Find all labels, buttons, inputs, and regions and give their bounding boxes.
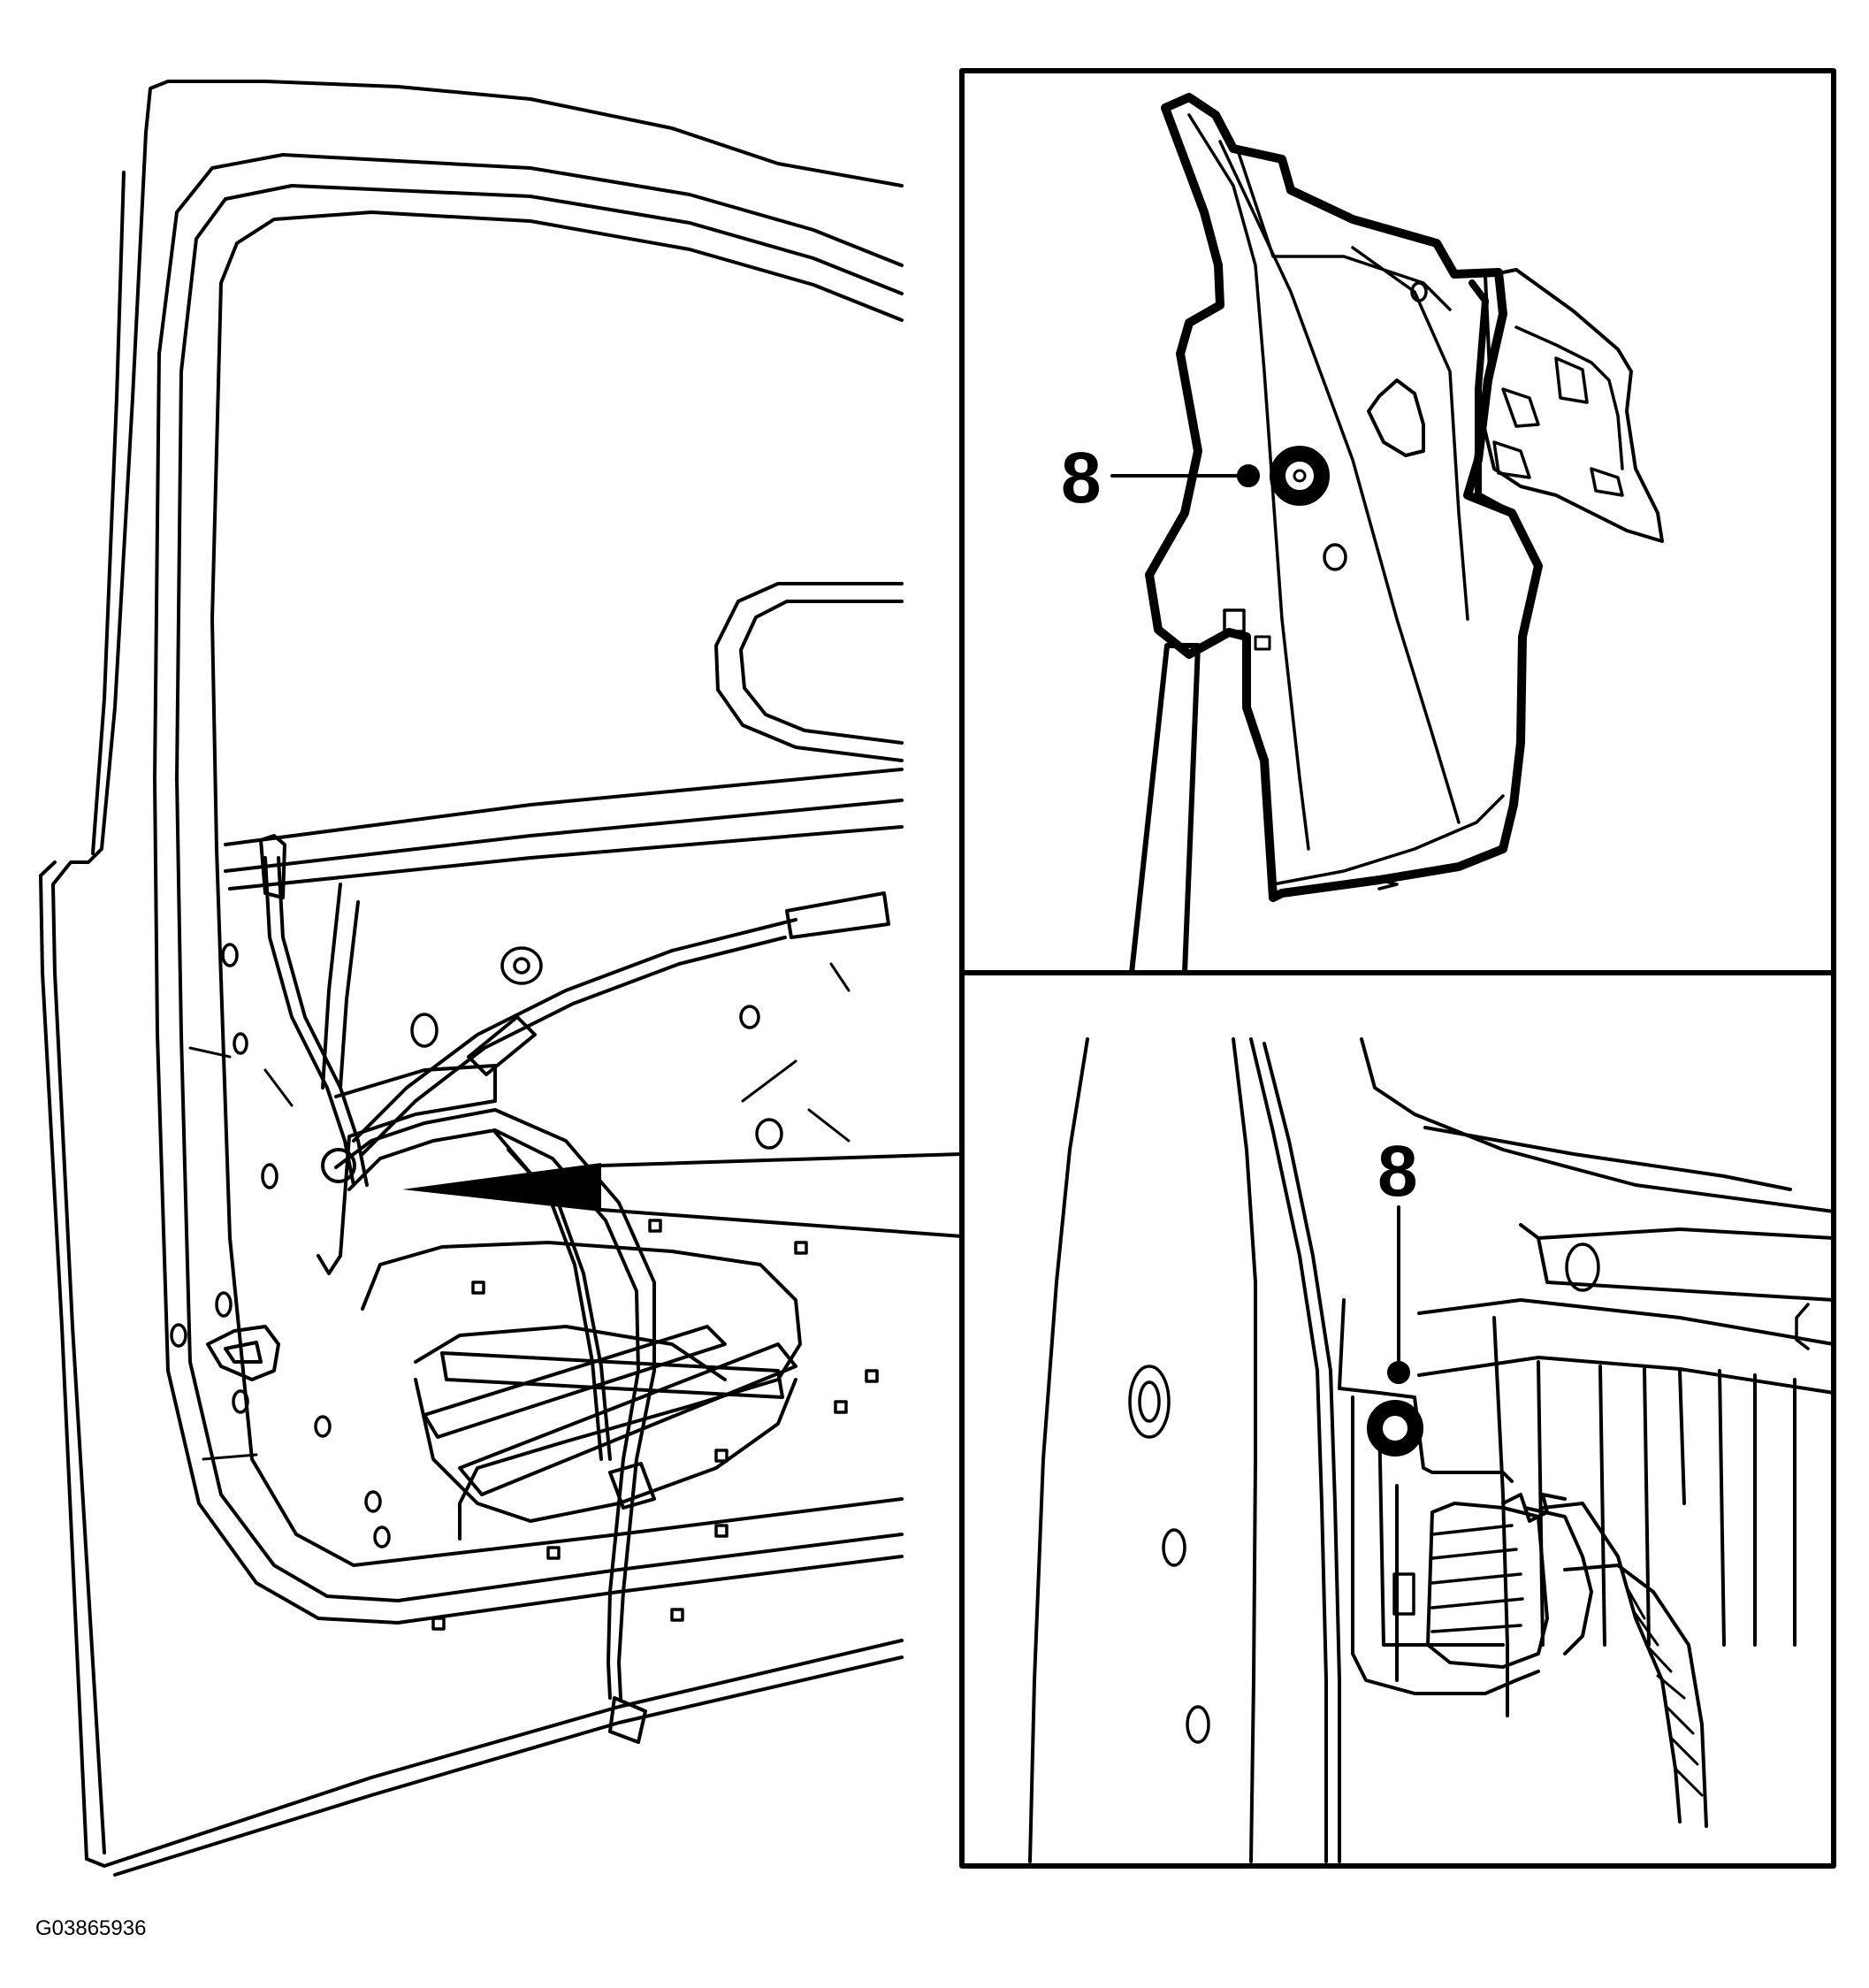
module-top [1338, 1298, 1514, 1483]
connector-housing [1482, 268, 1664, 543]
harness-wires [1523, 1502, 1708, 1828]
regulator-motor-plate [414, 1378, 797, 1523]
mounting-holes [170, 943, 879, 1631]
harness-plug [1426, 1502, 1549, 1669]
harness-plug-ribs [1430, 1524, 1524, 1633]
wiring-harness-loop-2 [347, 1128, 640, 1700]
belt-line-lower [224, 799, 904, 873]
bolt-upper-center [1293, 469, 1307, 483]
bolt-lower-head [1379, 1412, 1411, 1444]
pillar-edge-2 [1263, 1042, 1341, 1863]
cable-upper-right [352, 918, 797, 1143]
main-door-view [39, 80, 904, 1877]
module-latch [1392, 1572, 1415, 1616]
bracket-lower-lip [1271, 794, 1505, 891]
frame-ticks [188, 962, 851, 1461]
pillar-hole-partial [1795, 1303, 1810, 1350]
detail-leader-wedge [402, 1152, 964, 1238]
inside-handle-bracket [206, 1325, 280, 1381]
leader-line-upper [599, 1152, 964, 1167]
upper-detail-frame [959, 68, 1836, 975]
window-frame-outer [153, 153, 904, 1036]
connector-housing-inner [1492, 325, 1624, 497]
leader-wedge-fill [402, 1163, 601, 1212]
callout-dot-lower [1387, 1361, 1410, 1384]
belt-line-upper [224, 768, 904, 846]
plate-slot [1223, 608, 1246, 633]
regulator-arm-1 [458, 1342, 797, 1496]
callout-dot-upper [1237, 464, 1260, 487]
inner-rail-upper [1417, 1298, 1835, 1346]
cable-upper-right-2 [361, 936, 787, 1156]
pillar-hole [1565, 1242, 1600, 1292]
lock-rod-cap [259, 834, 286, 899]
plate-hole-mid [1323, 543, 1347, 571]
cable-sleeve [467, 1015, 537, 1076]
regulator-arm-2 [440, 1351, 784, 1399]
plate-tongue [1367, 378, 1425, 457]
inner-panel-perimeter-3 [215, 847, 904, 1567]
figure-id-label: G03865936 [35, 1916, 146, 1940]
door-edge-flange [39, 171, 126, 1861]
door-outer-outline [51, 80, 904, 1854]
lock-rod-top [263, 856, 355, 1187]
bolt-upper-head [1282, 458, 1317, 493]
inner-rail-lower [1417, 1356, 1835, 1395]
callout-label-upper: 8 [1061, 438, 1102, 518]
plate-hole-top [1410, 281, 1428, 302]
regulator-arm-3 [423, 1325, 727, 1439]
window-frame-inner [210, 210, 904, 851]
harness-connector-mid [608, 1462, 656, 1510]
inner-panel-perimeter-2 [179, 1033, 904, 1602]
lock-rod-top-2 [277, 856, 369, 1187]
bolt-upper [1270, 446, 1330, 506]
pillar-edge-1 [1249, 1037, 1328, 1863]
harness-wrap-stripes [1625, 1586, 1704, 1797]
rear-window-cutout [714, 582, 904, 762]
inside-handle-bracket-inner [224, 1341, 263, 1364]
vertical-ribs [1492, 1316, 1797, 1717]
upper-detail-panel: 8 [959, 68, 1836, 975]
rear-window-cutout-inner [739, 600, 904, 745]
belt-line-lip [228, 825, 904, 891]
bolt-lower [1367, 1400, 1423, 1457]
harness-pivot-clip [321, 1148, 356, 1183]
cable-connector-upper [785, 891, 890, 939]
door-panel-holes [1128, 1365, 1210, 1744]
pillar-top-curve-2 [1423, 1126, 1792, 1191]
door-bottom-edge [85, 1639, 904, 1877]
window-frame-mid [175, 184, 904, 1036]
wiring-harness-loop [334, 1108, 656, 1700]
lower-detail-frame [959, 970, 1836, 1869]
harness-connector-bottom [608, 1696, 647, 1744]
regulator-rail-right [339, 900, 360, 1090]
connector-housing-shell [1468, 279, 1511, 515]
inner-panel-perimeter [156, 1033, 904, 1625]
bracket-plate-outline [1145, 93, 1543, 902]
regulator-motor-body [361, 1241, 802, 1541]
callout-label-lower: 8 [1377, 1131, 1418, 1212]
leader-line-lower [599, 1208, 964, 1238]
plate-notch [1254, 635, 1271, 651]
detail-connector-frame [1129, 643, 1201, 975]
regulator-bracket [317, 1064, 497, 1275]
harness-clip [1501, 1493, 1567, 1523]
door-edge-curve-left [1028, 1037, 1089, 1863]
module-side [1377, 1413, 1505, 1682]
inner-rail-step [1519, 1223, 1835, 1302]
lower-detail-panel: 8 [959, 970, 1836, 1869]
bracket-plate-inner [1187, 113, 1469, 851]
bracket-plate-edge [1236, 149, 1452, 311]
door-edge-curve-right [1232, 1037, 1257, 1863]
module-body [1351, 1395, 1540, 1695]
